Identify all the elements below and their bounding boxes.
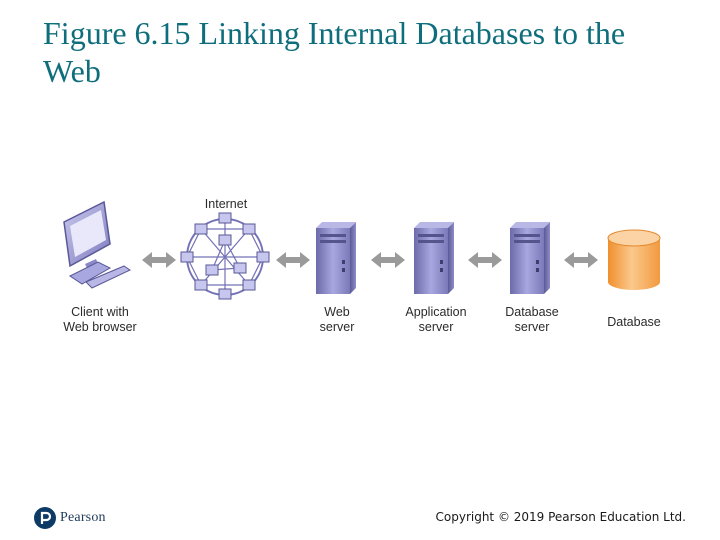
double-arrow-icon xyxy=(371,252,405,268)
double-arrow-icon xyxy=(564,252,598,268)
application-server-label-line2: server xyxy=(419,320,454,334)
copyright-notice: Copyright © 2019 Pearson Education Ltd. xyxy=(435,510,687,524)
web-server-label-line2: server xyxy=(320,320,355,334)
web-server-label-line1: Web xyxy=(324,305,350,319)
double-arrow-icon xyxy=(142,252,176,268)
slide-title: Figure 6.15 Linking Internal Databases t… xyxy=(43,15,626,89)
application-server-icon xyxy=(414,222,454,294)
double-arrow-icon xyxy=(468,252,502,268)
database-server-label-line2: server xyxy=(515,320,550,334)
pearson-p-icon xyxy=(34,507,56,529)
database-server-icon xyxy=(510,222,550,294)
database-server-label-line1: Database xyxy=(505,305,559,319)
double-arrow-icon xyxy=(276,252,310,268)
client-label-line1: Client with xyxy=(71,305,129,319)
client-computer-icon xyxy=(63,200,132,289)
internet-label: Internet xyxy=(205,197,248,211)
web-server-icon xyxy=(316,222,356,294)
client-label-line2: Web browser xyxy=(63,320,136,334)
database-label: Database xyxy=(607,315,661,329)
application-server-label-line1: Application xyxy=(405,305,466,319)
internet-network-icon xyxy=(180,212,270,300)
pearson-logo: Pearson xyxy=(34,505,106,531)
database-icon xyxy=(607,229,661,290)
pearson-logo-text: Pearson xyxy=(60,510,106,525)
